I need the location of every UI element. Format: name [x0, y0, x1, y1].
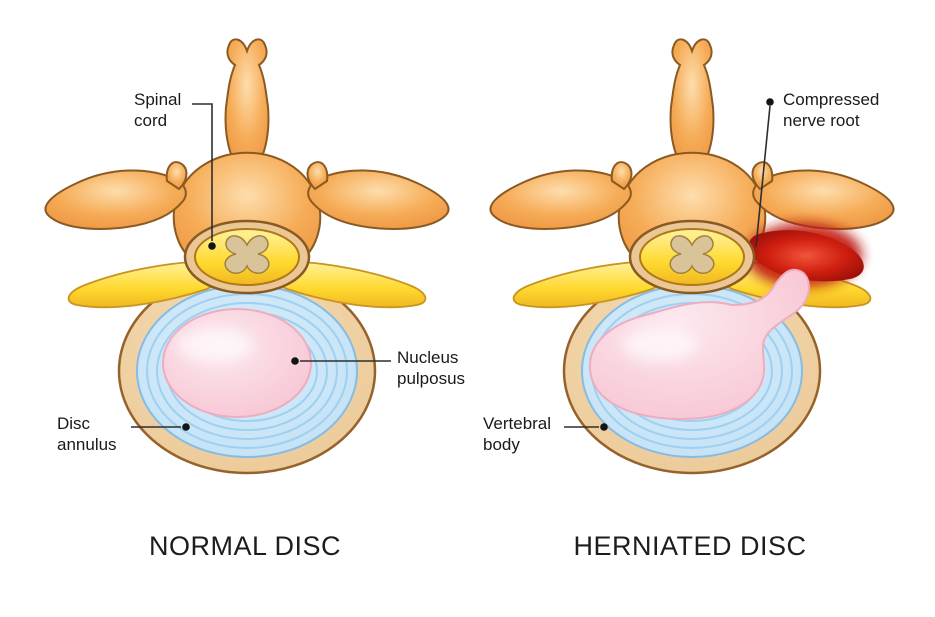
- title-normal-disc: NORMAL DISC: [148, 531, 342, 561]
- label-spinal-cord: Spinal cord: [134, 90, 182, 130]
- label-disc-annulus: Disc annulus: [57, 414, 117, 454]
- label-nucleus-pulposus: Nucleus pulposus: [397, 348, 466, 388]
- label-vertebral-body: Vertebral body: [483, 414, 552, 454]
- label-compressed-nerve-root: Compressed nerve root: [783, 90, 880, 130]
- normal-disc-illustration: [25, 5, 465, 475]
- herniated-disc-illustration: [470, 5, 910, 475]
- title-herniated-disc: HERNIATED DISC: [573, 531, 807, 561]
